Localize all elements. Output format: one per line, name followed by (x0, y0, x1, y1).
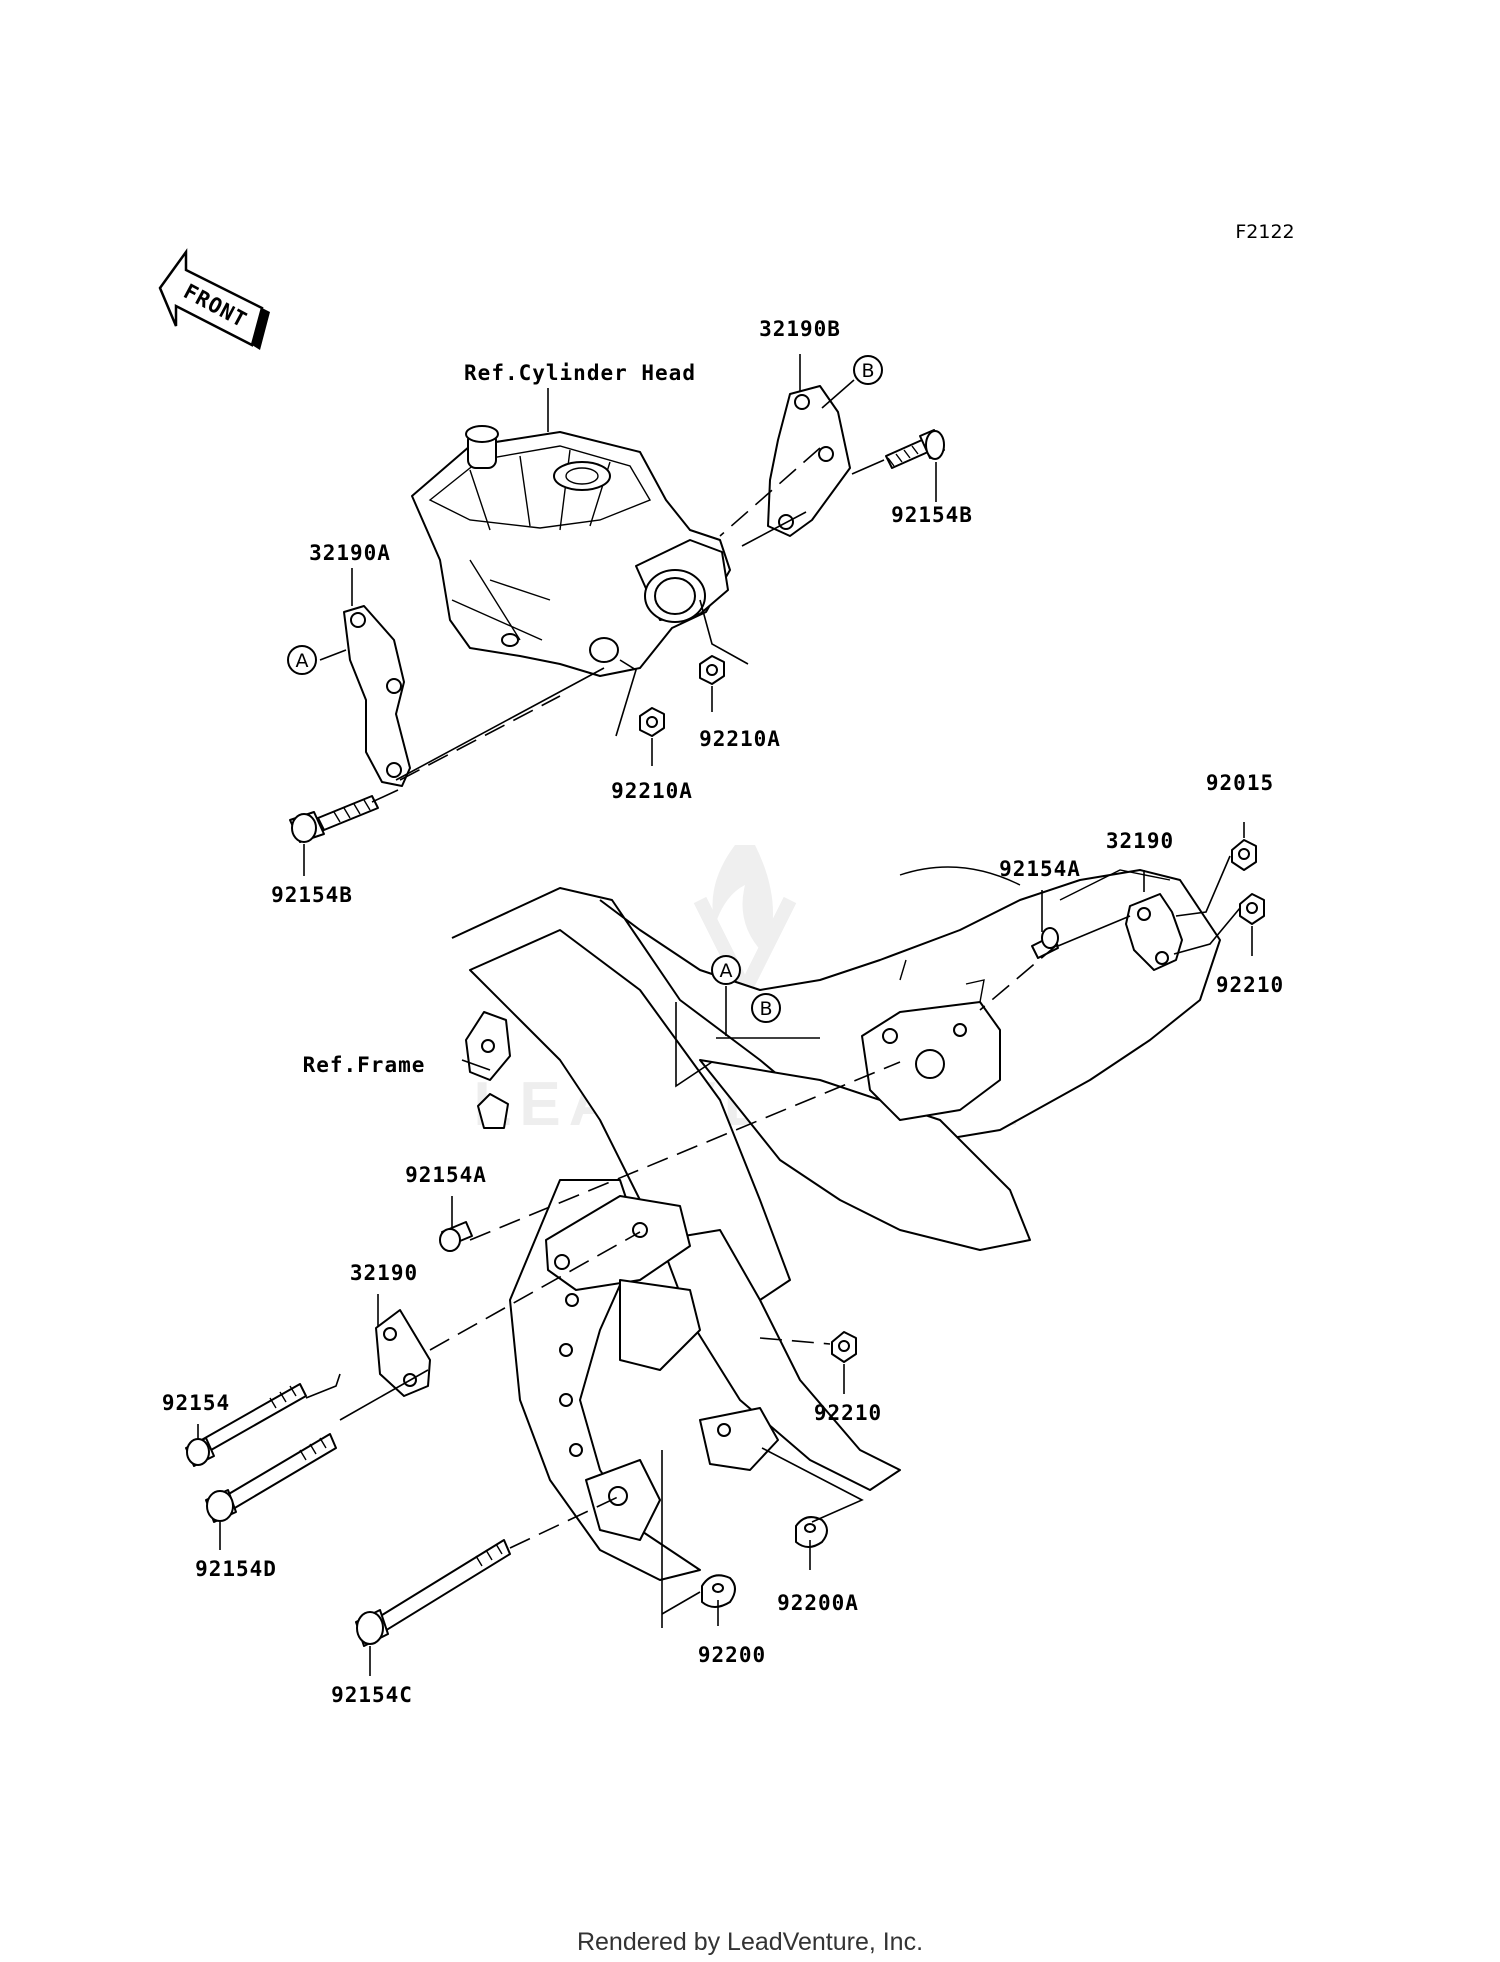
front-arrow-icon: FRONT (158, 248, 270, 350)
part-92154b-left-label: 92154B (271, 883, 353, 907)
bracket-32190-right (1125, 893, 1183, 971)
part-92154-label: 92154 (162, 1391, 230, 1415)
callout-b-top: B (853, 355, 883, 385)
part-32190a-label: 32190A (309, 541, 391, 565)
bolt-92154b-top (885, 429, 945, 469)
part-92210a-left-label: 92210A (611, 779, 693, 803)
part-92210-lower-label: 92210 (814, 1401, 882, 1425)
nut-92210a-right (699, 655, 725, 685)
bracket-32190a (343, 605, 411, 787)
nut-92210-lower (831, 1331, 857, 1363)
part-32190-left-label: 32190 (350, 1261, 418, 1285)
nut-92015 (1231, 839, 1257, 871)
part-92154a-left-label: 92154A (405, 1163, 487, 1187)
part-32190-right-label: 32190 (1106, 829, 1174, 853)
bolt-92154d (205, 1433, 337, 1523)
cylinder-head (411, 425, 731, 677)
part-92015-label: 92015 (1206, 771, 1274, 795)
callout-a-frame: A (711, 955, 741, 985)
ref-frame-label: Ref.Frame (303, 1053, 426, 1077)
nut-92210-right (1239, 893, 1265, 925)
bracket-32190b (767, 385, 851, 537)
leader-lines (197, 354, 1253, 1676)
bolt-92154b-left (289, 795, 379, 843)
nut-92210a-left (639, 707, 665, 737)
part-92200-label: 92200 (698, 1643, 766, 1667)
svg-text:B: B (861, 360, 874, 382)
part-32190b-label: 32190B (759, 317, 841, 341)
callout-b-frame: B (751, 993, 781, 1023)
part-92154b-top-label: 92154B (891, 503, 973, 527)
bracket-32190-left (375, 1309, 431, 1397)
bolt-92154a-top (1031, 927, 1059, 959)
washer-92200 (701, 1574, 736, 1608)
svg-text:A: A (720, 960, 733, 982)
part-92154a-top-label: 92154A (999, 857, 1081, 881)
footer-credit: Rendered by LeadVenture, Inc. (577, 1928, 923, 1956)
part-92210-right-label: 92210 (1216, 973, 1284, 997)
frame (451, 866, 1221, 1581)
bolt-92154a-left (439, 1221, 473, 1252)
figure-code: F2122 (1235, 221, 1294, 243)
part-92210a-right-label: 92210A (699, 727, 781, 751)
alignment-lines (399, 447, 1059, 1549)
part-92154c-label: 92154C (331, 1683, 413, 1707)
part-92200a-label: 92200A (777, 1591, 859, 1615)
callout-a-left: A (287, 645, 317, 675)
part-92154d-label: 92154D (195, 1557, 277, 1581)
ref-cylinder-head-label: Ref.Cylinder Head (464, 361, 696, 385)
washer-92200a (795, 1516, 828, 1548)
bolt-92154 (185, 1383, 307, 1467)
part-labels: Ref.Cylinder Head 32190B 92154B 32190A 9… (162, 317, 1284, 1707)
svg-text:B: B (759, 998, 772, 1020)
svg-text:A: A (296, 650, 309, 672)
bolt-92154c (355, 1539, 511, 1647)
